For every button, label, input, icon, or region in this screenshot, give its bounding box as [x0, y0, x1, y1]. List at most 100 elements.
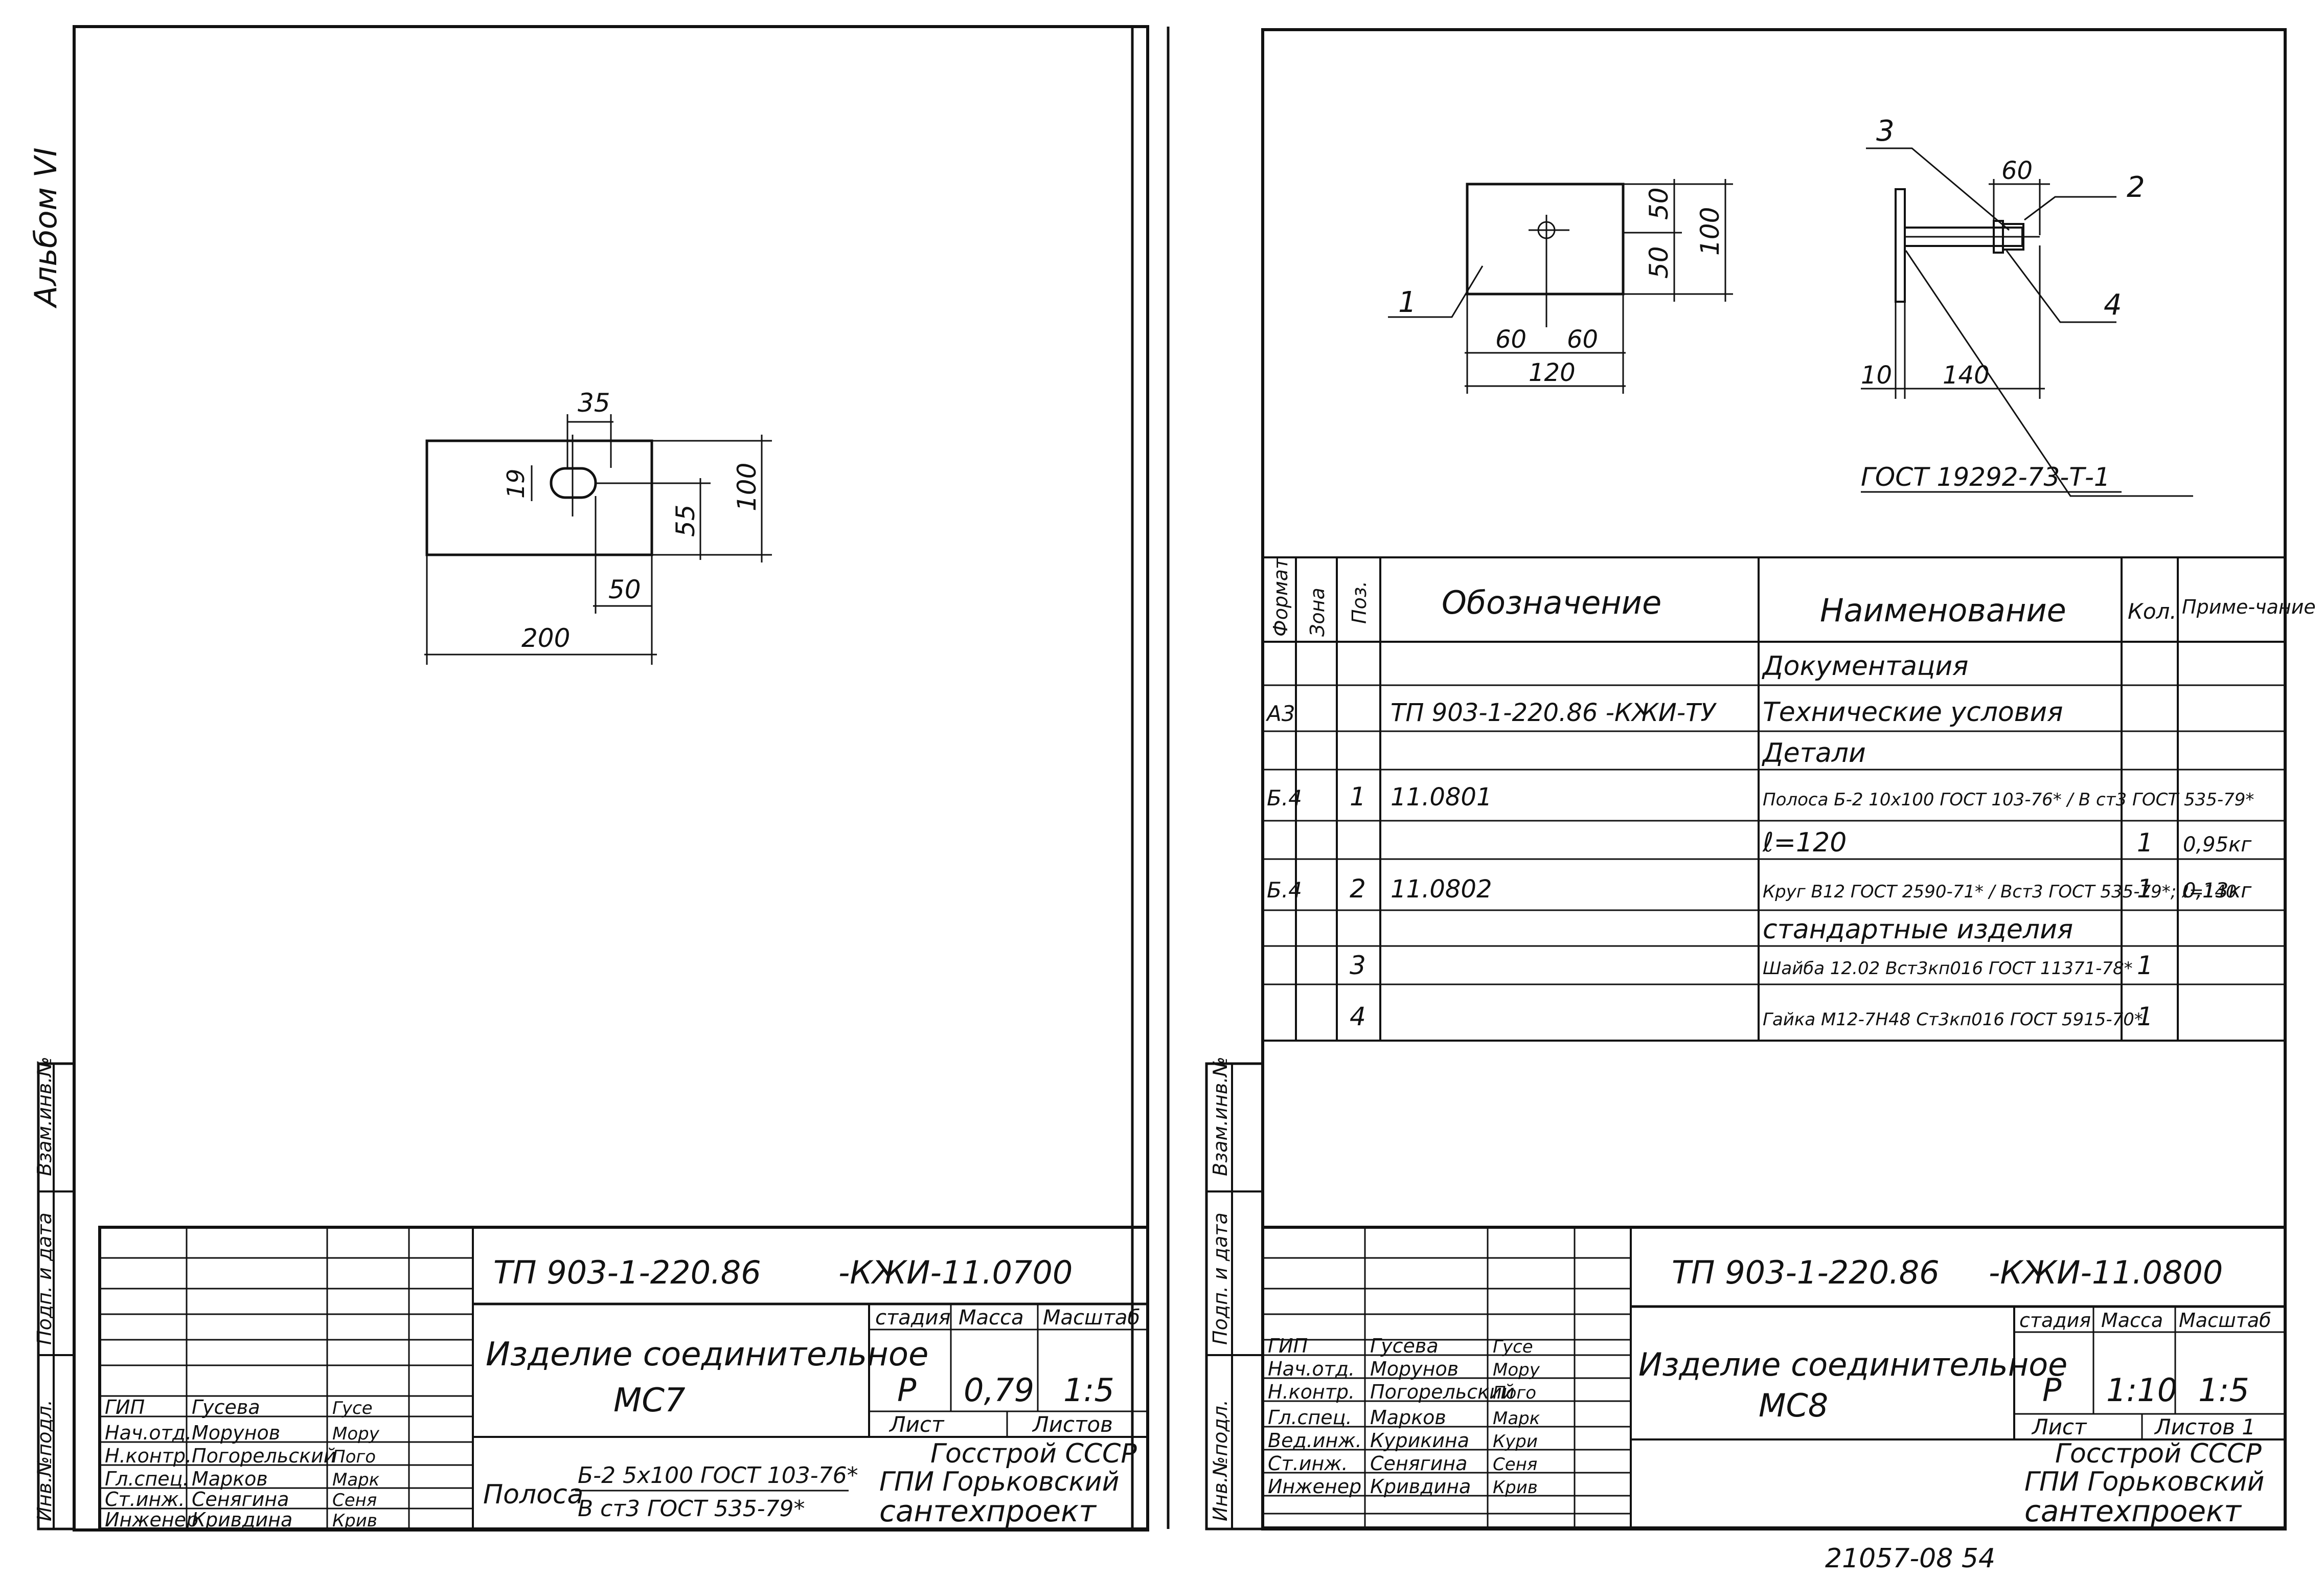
dim-10: 10	[1861, 361, 1892, 390]
staff-name: Кривдина	[1370, 1475, 1471, 1498]
spec-name: Детали	[1762, 738, 1866, 769]
staff-signature: Сеня	[332, 1490, 377, 1511]
hdr-qty: Кол.	[2128, 599, 2177, 624]
staff-name: Погорельский	[1370, 1381, 1514, 1403]
staff-signature: Марк	[332, 1470, 380, 1490]
col-scale: Масштаб	[1043, 1306, 1140, 1330]
spec-note: 0,13кг	[2183, 879, 2252, 903]
designation-r: ТП 903-1-220.86	[1672, 1254, 1940, 1291]
org-line3: сантехпроект	[879, 1494, 1097, 1528]
spec-name: Технические условия	[1763, 697, 2063, 728]
dim-35: 35	[578, 388, 610, 418]
designation-suffix-r: -КЖИ-11.0800	[1989, 1254, 2223, 1291]
side-label-inv-r: Инв.№подл.	[1209, 1400, 1232, 1521]
org-line1: Госстрой СССР	[930, 1438, 1137, 1469]
pos-1-label: 1	[1398, 286, 1417, 319]
spec-designation: ТП 903-1-220.86 -КЖИ-ТУ	[1391, 699, 1717, 727]
hdr-format: Формат	[1269, 557, 1292, 637]
staff-role: Нач.отд.	[105, 1422, 192, 1444]
dim-60-c: 60	[2001, 156, 2033, 185]
staff-role: ГИП	[105, 1396, 145, 1419]
org-line2: ГПИ Горьковский	[879, 1467, 1119, 1497]
staff-signature: Крив	[1493, 1477, 1538, 1498]
scale-value-r: 1:5	[2198, 1371, 2249, 1409]
staff-name: Морунов	[192, 1422, 280, 1444]
staff-name: Марков	[1370, 1406, 1446, 1429]
dim-100-r: 100	[1695, 207, 1725, 256]
mass-value-r: 1:10	[2106, 1371, 2177, 1409]
spec-pos: 3	[1350, 951, 1366, 980]
spec-name: Шайба 12.02 Вст3кп016 ГОСТ 11371-78*	[1763, 958, 2133, 979]
dim-200: 200	[521, 623, 570, 653]
staff-name: Сенягина	[1370, 1452, 1467, 1475]
hdr-note: Приме-чание	[2182, 596, 2316, 618]
gost-note: ГОСТ 19292-73-Т-1	[1861, 462, 2110, 492]
scale-value: 1:5	[1063, 1371, 1114, 1409]
spec-name: Полоса Б-2 10x100 ГОСТ 103-76* / В ст3 Г…	[1763, 790, 2254, 810]
part-mc8-drawing: 50 50 100 60 60 120 1 60 10 140 2	[1388, 115, 2193, 497]
staff-name: Кривдина	[192, 1509, 292, 1531]
spec-name: Гайка М12-7Н48 Ст3кп016 ГОСТ 5915-70*	[1763, 1009, 2143, 1030]
staff-role: Н.контр.	[105, 1445, 192, 1467]
staff-role: Нач.отд.	[1268, 1358, 1355, 1380]
staff-role: Гл.спец.	[105, 1468, 189, 1490]
left-side-stamp: Взам.инв.№ Подп. и дата Инв.№подл.	[33, 1056, 76, 1530]
spec-pos: 2	[1350, 874, 1366, 904]
sheet-label-r: Лист	[2031, 1414, 2087, 1439]
part-name: Изделие соединительное	[486, 1336, 928, 1374]
spec-qty: 1	[2137, 874, 2153, 904]
side-label-vzam: Взам.инв.№	[33, 1056, 56, 1176]
dim-50: 50	[608, 575, 641, 604]
title-block-left: ТП 903-1-220.86 -КЖИ-11.0700 Изделие сое…	[98, 1226, 1149, 1530]
spec-name: Документация	[1762, 651, 1968, 682]
staff-role: Гл.спец.	[1268, 1406, 1352, 1429]
spec-name: Круг В12 ГОСТ 2590-71* / Вст3 ГОСТ 535-7…	[1763, 882, 2237, 902]
dim-100: 100	[732, 463, 762, 511]
spec-table: Формат Зона Поз. Обозначение Наименовани…	[1263, 556, 2316, 1042]
spec-qty: 1	[2137, 951, 2153, 980]
part-code: МС7	[613, 1382, 686, 1420]
sheets-label-r: Листов 1	[2154, 1414, 2255, 1439]
staff-role: Инженер	[1268, 1475, 1361, 1498]
staff-name: Морунов	[1370, 1358, 1459, 1380]
spec-format: А3	[1265, 701, 1295, 726]
bottom-note: 21057-08 54	[1825, 1543, 1995, 1574]
frames	[73, 25, 2287, 1532]
dim-50-bottom: 50	[1644, 246, 1674, 279]
staff-role: Н.контр.	[1268, 1381, 1355, 1403]
staff-signature: Сеня	[1493, 1454, 1537, 1475]
hdr-designation: Обозначение	[1442, 584, 1661, 621]
right-side-stamp: Взам.инв.№ Подп. и дата Инв.№подл.	[1205, 1056, 1264, 1530]
dim-19: 19	[502, 468, 530, 499]
part-mc7-drawing: 35 19 100 55 50 200	[424, 388, 772, 665]
pos-4-label: 4	[2104, 288, 2122, 322]
material-den: В ст3 ГОСТ 535-79*	[578, 1496, 805, 1522]
col-stage-r: стадия	[2019, 1309, 2091, 1332]
spec-format: Б.4	[1267, 877, 1302, 903]
part-name-r: Изделие соединительное	[1638, 1346, 2067, 1383]
material-prefix: Полоса	[483, 1479, 583, 1510]
spec-qty: 1	[2137, 828, 2153, 858]
stage-value: Р	[897, 1371, 917, 1409]
mass-value: 0,79	[964, 1371, 1034, 1409]
spec-pos: 1	[1350, 782, 1366, 812]
col-stage: стадия	[875, 1306, 951, 1330]
dim-60-b: 60	[1567, 325, 1598, 354]
album-label: Альбом VI	[28, 147, 64, 309]
org-line2-r: ГПИ Горьковский	[2024, 1467, 2264, 1497]
spec-name: ℓ=120	[1762, 827, 1847, 858]
dim-120: 120	[1529, 358, 1576, 387]
designation: ТП 903-1-220.86	[493, 1254, 761, 1291]
staff-signature: Марк	[1493, 1408, 1540, 1429]
pos-2-label: 2	[2127, 171, 2145, 204]
staff-role: Вед.инж.	[1268, 1429, 1362, 1452]
sheets-label: Листов	[1032, 1412, 1113, 1437]
dim-55: 55	[671, 504, 700, 537]
staff-signature: Мору	[332, 1424, 380, 1444]
staff-signature: Пого	[332, 1447, 376, 1467]
spec-designation: 11.0801	[1391, 783, 1492, 812]
dim-50-top: 50	[1644, 187, 1674, 220]
